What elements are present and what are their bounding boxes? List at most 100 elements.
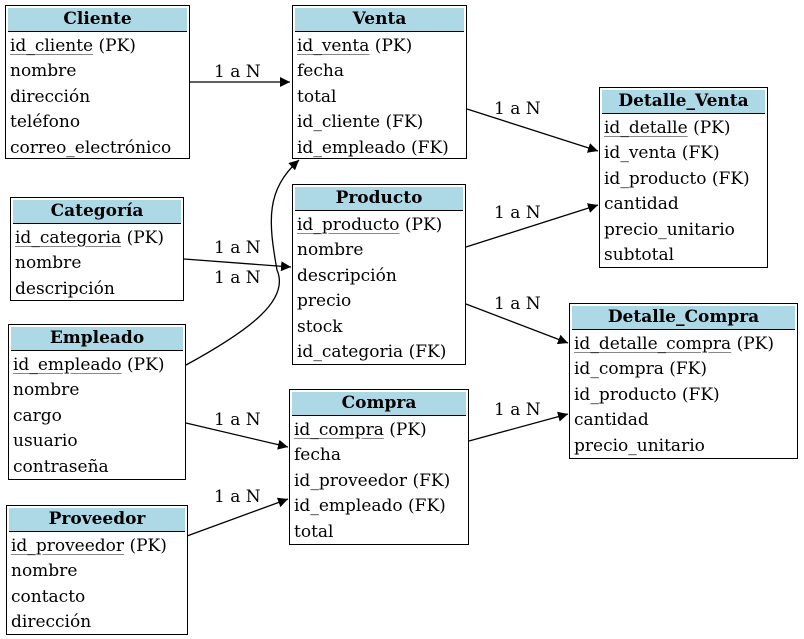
key-suffix: (PK): [121, 355, 165, 375]
key-suffix: (PK): [731, 334, 774, 354]
attribute-name: descripción: [297, 265, 397, 286]
attribute-row: cantidad: [604, 192, 767, 217]
attribute-row: id_producto (FK): [574, 383, 797, 408]
attribute-name: id_producto: [604, 168, 707, 189]
entity-header: Venta: [295, 8, 464, 32]
key-suffix: (PK): [124, 536, 167, 556]
key-suffix: (PK): [369, 36, 413, 56]
edge-venta-detalle-venta: [466, 108, 599, 153]
attribute-name: nombre: [297, 240, 364, 261]
attribute-name: id_venta: [604, 143, 677, 164]
attribute-name: id_categoria: [297, 342, 404, 363]
attribute-row: total: [294, 520, 468, 545]
primary-key-name: id_detalle_compra: [574, 334, 732, 354]
attribute-name: fecha: [297, 61, 344, 82]
attribute-row: subtotal: [604, 243, 767, 268]
edge-label-cliente-venta: 1 a N: [214, 62, 261, 82]
attribute-row: nombre: [15, 251, 183, 276]
key-suffix: (FK): [676, 384, 720, 405]
edge-empleado-compra: [185, 422, 289, 450]
attribute-row: id_compra (PK): [294, 418, 468, 443]
primary-key-name: id_proveedor: [11, 536, 125, 556]
entity-header: Producto: [295, 187, 463, 211]
attribute-row: id_empleado (PK): [13, 353, 185, 378]
attribute-row: id_proveedor (PK): [11, 534, 187, 559]
attribute-row: id_detalle (PK): [604, 116, 767, 141]
attribute-row: id_compra (FK): [574, 357, 797, 382]
edge-empleado-venta: [185, 159, 300, 366]
entity-producto: Producto id_producto (PK)nombre descripci…: [292, 184, 466, 365]
edge-label-empleado-venta: 1 a N: [214, 268, 261, 288]
attribute-name: subtotal: [604, 245, 675, 266]
attribute-name: id_producto: [574, 384, 677, 405]
attribute-name: dirección: [10, 86, 91, 107]
attribute-name: teléfono: [10, 112, 81, 133]
attribute-name: total: [294, 521, 334, 542]
attribute-row: descripción: [297, 264, 465, 289]
attribute-row: id_producto (PK): [297, 213, 465, 238]
attribute-row: nombre: [297, 238, 465, 263]
edge-categoria-producto: [183, 258, 292, 272]
entity-header: Compra: [292, 392, 466, 416]
attribute-row: id_detalle_compra (PK): [574, 332, 797, 357]
entity-header: Detalle_Compra: [572, 306, 795, 330]
key-suffix: (FK): [405, 137, 449, 158]
edge-producto-detalle-venta: [465, 203, 599, 248]
attribute-row: fecha: [294, 443, 468, 468]
attribute-name: precio_unitario: [574, 435, 705, 456]
key-suffix: (FK): [403, 342, 447, 363]
attribute-row: cantidad: [574, 408, 797, 433]
attribute-row: id_categoria (PK): [15, 226, 183, 251]
key-suffix: (PK): [399, 215, 443, 235]
edge-label-proveedor-compra: 1 a N: [214, 487, 261, 507]
attribute-row: contacto: [11, 585, 187, 610]
key-suffix: (PK): [383, 420, 427, 440]
attribute-row: nombre: [11, 559, 187, 584]
entity-header: Proveedor: [9, 508, 185, 532]
attribute-row: dirección: [11, 610, 187, 635]
primary-key-name: id_detalle: [604, 118, 688, 138]
attribute-row: nombre: [13, 378, 185, 403]
edge-label-venta-detalle-venta: 1 a N: [494, 99, 541, 119]
attribute-name: fecha: [294, 445, 341, 466]
entity-header: Categoría: [13, 200, 181, 224]
key-suffix: (FK): [380, 112, 424, 133]
attribute-row: stock: [297, 315, 465, 340]
attribute-name: nombre: [11, 561, 78, 582]
attribute-name: cantidad: [604, 194, 679, 215]
key-suffix: (FK): [706, 168, 750, 189]
attribute-row: usuario: [13, 429, 185, 454]
edge-label-producto-detalle-compra: 1 a N: [494, 294, 541, 314]
edge-compra-detalle-compra: [468, 411, 569, 442]
key-suffix: (PK): [121, 228, 164, 248]
attribute-name: id_compra: [574, 359, 664, 380]
edge-label-producto-detalle-venta: 1 a N: [494, 203, 541, 223]
attribute-row: descripción: [15, 277, 183, 302]
attribute-row: id_venta (PK): [297, 34, 466, 59]
key-suffix: (FK): [663, 359, 708, 380]
attribute-name: nombre: [10, 61, 77, 82]
attribute-name: precio_unitario: [604, 219, 735, 240]
entity-header: Cliente: [8, 8, 187, 32]
attribute-row: nombre: [10, 59, 189, 84]
attribute-name: contraseña: [13, 456, 109, 477]
edge-label-compra-detalle-compra: 1 a N: [494, 400, 541, 420]
attribute-row: fecha: [297, 59, 466, 84]
primary-key-name: id_categoria: [15, 228, 122, 248]
attribute-row: id_categoria (FK): [297, 340, 465, 365]
attribute-name: id_empleado: [294, 496, 403, 517]
attribute-name: correo_electrónico: [10, 137, 172, 158]
attribute-list: id_detalle_compra (PK)id_compra (FK)id_p…: [570, 330, 797, 459]
attribute-row: id_venta (FK): [604, 141, 767, 166]
attribute-name: descripción: [15, 278, 115, 299]
edge-producto-detalle-compra: [465, 303, 569, 345]
entity-detalle-compra: Detalle_Compra id_detalle_compra (PK)id_…: [569, 303, 798, 459]
